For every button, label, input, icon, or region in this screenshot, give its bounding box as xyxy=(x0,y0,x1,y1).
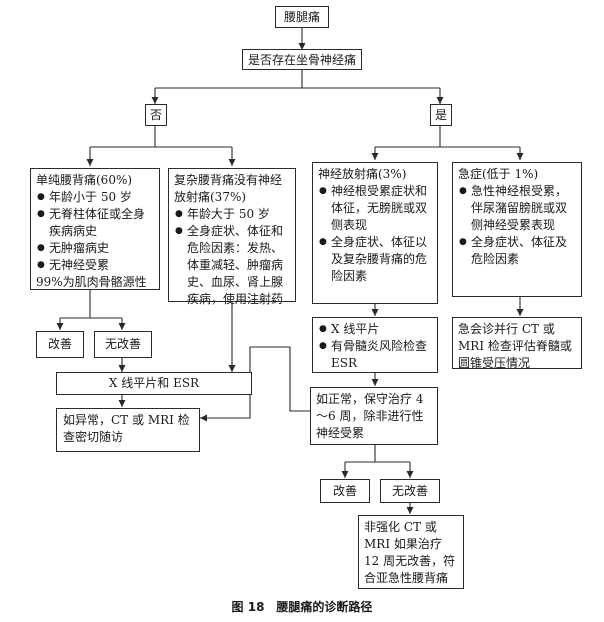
simple-pain-item: 无脊柱体征或全身疾病病史 xyxy=(36,206,154,240)
node-simple-back-pain: 单纯腰背痛(60%) 年龄小于 50 岁 无脊柱体征或全身疾病病史 无肿瘤病史 … xyxy=(30,168,160,290)
complex-pain-item: 年龄大于 50 岁 xyxy=(174,206,290,223)
radicular-item: 全身症状、体征以及复杂腰背痛的危险因素 xyxy=(318,234,432,285)
node-improved-right: 改善 xyxy=(320,479,370,503)
node-not-improved-left: 无改善 xyxy=(94,331,152,358)
node-ct-mri-followup: 非强化 CT 或 MRI 如果治疗 12 周无改善，符合亚急性腰背痛 xyxy=(358,515,464,589)
radicular-title: 神经放射痛(3%) xyxy=(318,167,407,181)
simple-pain-item: 无肿瘤病史 xyxy=(36,240,154,257)
figure-caption: 图 18 腰腿痛的诊断路径 xyxy=(231,600,373,614)
xray-list-item: 有骨髓炎风险检查 ESR xyxy=(318,338,432,372)
node-urgent-consult: 急会诊并行 CT 或 MRI 检查评估脊髓或圆锥受压情况 xyxy=(452,317,582,370)
node-answer-yes: 是 xyxy=(430,104,452,126)
node-conservative-treatment: 如正常，保守治疗 4～6 周，除非进行性神经受累 xyxy=(310,387,438,445)
simple-pain-title: 单纯腰背痛(60%) xyxy=(36,173,133,187)
emergency-item: 全身症状、体征及危险因素 xyxy=(458,234,576,268)
node-low-back-leg-pain: 腰腿痛 xyxy=(275,6,329,28)
xray-list-item: X 线平片 xyxy=(318,321,432,338)
complex-pain-title: 复杂腰背痛没有神经放射痛(37%) xyxy=(174,173,283,204)
node-xray-list: X 线平片 有骨髓炎风险检查 ESR xyxy=(312,317,438,373)
node-improved-left: 改善 xyxy=(36,331,84,358)
node-not-improved-right: 无改善 xyxy=(380,479,440,503)
simple-pain-item: 年龄小于 50 岁 xyxy=(36,189,154,206)
emergency-title: 急症(低于 1%) xyxy=(458,167,539,181)
node-emergency: 急症(低于 1%) 急性神经根受累，伴尿潴留膀胱或双侧神经受累表现 全身症状、体… xyxy=(452,162,582,297)
complex-pain-item: 全身症状、体征和危险因素：发热、体重减轻、肿瘤病史、血尿、肾上腺疾病，使用注射药 xyxy=(174,223,290,308)
node-answer-no: 否 xyxy=(145,104,167,126)
node-xray-esr: X 线平片和 ESR xyxy=(56,372,252,395)
node-sciatica-question: 是否存在坐骨神经痛 xyxy=(242,49,362,70)
simple-pain-item: 无神经受累 xyxy=(36,257,154,274)
node-abnormal-followup: 如异常，CT 或 MRI 检查密切随访 xyxy=(56,408,200,452)
radicular-item: 神经根受累症状和体征，无膀胱或双侧表现 xyxy=(318,183,432,234)
node-complex-back-pain: 复杂腰背痛没有神经放射痛(37%) 年龄大于 50 岁 全身症状、体征和危险因素… xyxy=(168,168,296,306)
node-radicular-pain: 神经放射痛(3%) 神经根受累症状和体征，无膀胱或双侧表现 全身症状、体征以及复… xyxy=(312,162,438,304)
simple-pain-note: 99%为肌肉骨骼源性 xyxy=(36,275,147,289)
emergency-item: 急性神经根受累，伴尿潴留膀胱或双侧神经受累表现 xyxy=(458,183,576,234)
